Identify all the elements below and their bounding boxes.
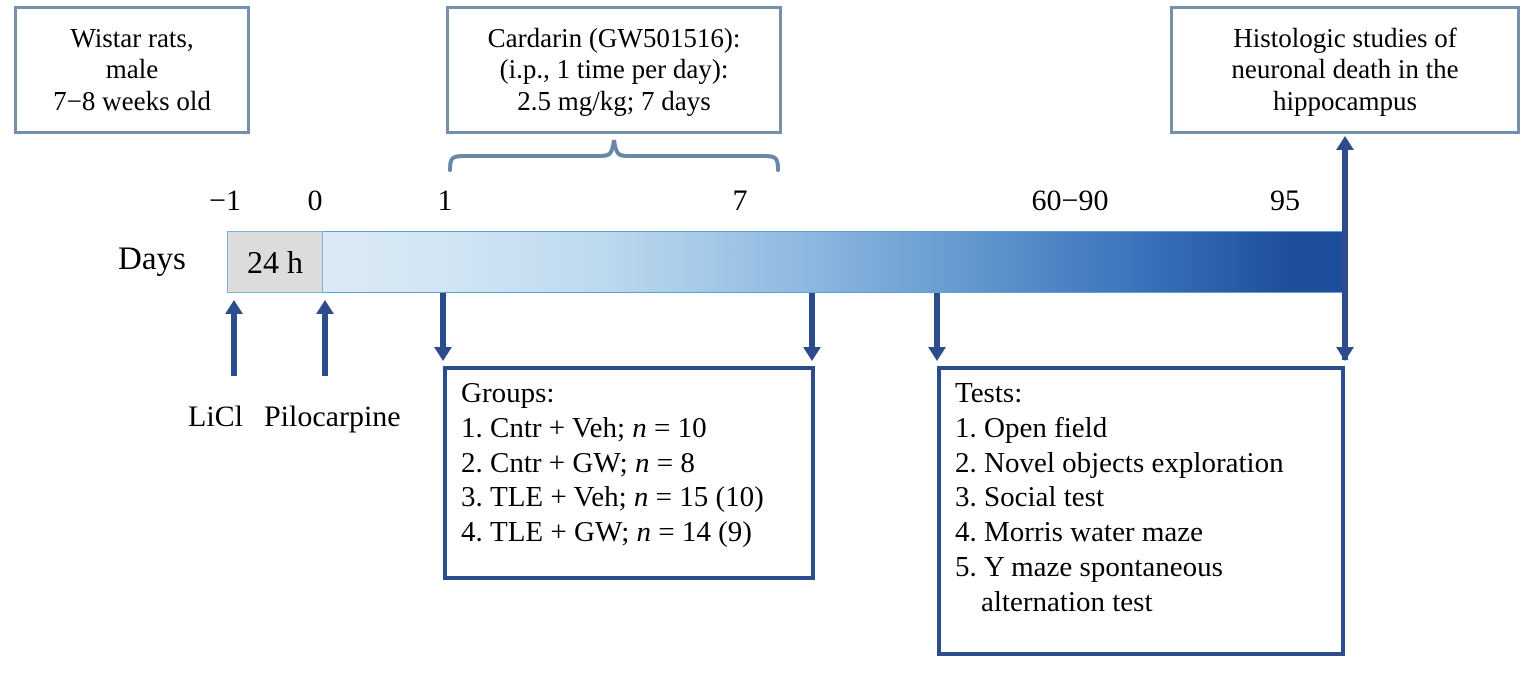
treatment-line-3: 2.5 mg/kg; 7 days (517, 85, 711, 116)
treatment-line-2: (i.p., 1 time per day): (499, 54, 729, 85)
groups-item-3: 3. TLE + Veh; n = 15 (10) (461, 481, 764, 514)
animals-line-1: Wistar rats, (70, 23, 194, 54)
groups-title: Groups: (461, 377, 555, 409)
tick-label-0: 0 (307, 184, 323, 217)
groups-arrow-head-left (434, 347, 452, 361)
groups-connector-left (440, 293, 446, 347)
tests-item-4: 4. Morris water maze (955, 516, 1204, 549)
tests-item-3: 3. Social test (955, 481, 1105, 514)
groups-item-4: 4. TLE + GW; n = 14 (9) (461, 516, 752, 549)
pilocarpine-arrow-head (316, 300, 334, 314)
licl-label: LiCl (188, 400, 244, 433)
treatment-duration-brace (448, 139, 780, 172)
timeline-bar (227, 231, 1345, 293)
groups-item-2: 2. Cntr + GW; n = 8 (461, 446, 695, 479)
tests-item-5: 5. Y maze spontaneous (955, 550, 1223, 583)
treatment-line-1: Cardarin (GW501516): (487, 23, 741, 54)
histology-line-2: neuronal death in the (1231, 54, 1459, 85)
groups-item-1: 1. Cntr + Veh; n = 10 (461, 411, 707, 444)
interval-box-label: 24 h (247, 243, 303, 280)
pilocarpine-label: Pilocarpine (264, 400, 401, 433)
histology-line-3: hippocampus (1273, 85, 1417, 116)
histology-line-1: Histologic studies of (1233, 23, 1457, 54)
tick-label-60-90: 60−90 (1031, 184, 1109, 217)
tick-label-95: 95 (1270, 184, 1300, 217)
animals-line-3: 7−8 weeks old (53, 85, 211, 116)
animals-box: Wistar rats, male 7−8 weeks old (14, 6, 250, 134)
animals-line-2: male (105, 54, 159, 85)
histology-box: Histologic studies of neuronal death in … (1170, 6, 1520, 134)
licl-connector-line (231, 313, 237, 376)
tick-label-7: 7 (732, 184, 748, 217)
axis-label-days: Days (118, 241, 186, 277)
licl-arrow-head (225, 300, 243, 314)
groups-connector-right (809, 293, 815, 347)
histology-arrow-head-up (1336, 136, 1354, 150)
tests-box: Tests: 1. Open field 2. Novel objects ex… (937, 366, 1345, 656)
pilocarpine-connector-line (322, 313, 328, 376)
tests-arrow-head-left (928, 347, 946, 361)
tests-title: Tests: (955, 377, 1023, 409)
timeline-gradient (227, 232, 1345, 292)
tick-label-1: 1 (437, 184, 453, 217)
tests-item-5-continuation: alternation test (981, 585, 1153, 618)
groups-arrow-head-right (803, 347, 821, 361)
tests-item-1: 1. Open field (955, 411, 1108, 444)
treatment-box: Cardarin (GW501516): (i.p., 1 time per d… (446, 6, 782, 134)
interval-box-24h: 24 h (227, 231, 323, 293)
tick-label-minus1: −1 (209, 184, 241, 217)
groups-box: Groups: 1. Cntr + Veh; n = 10 2. Cntr + … (443, 366, 815, 580)
tests-item-2: 2. Novel objects exploration (955, 446, 1284, 479)
histology-connector-line (1342, 148, 1348, 360)
tests-arrow-head-right (1336, 347, 1354, 361)
tests-connector-left (934, 293, 940, 347)
